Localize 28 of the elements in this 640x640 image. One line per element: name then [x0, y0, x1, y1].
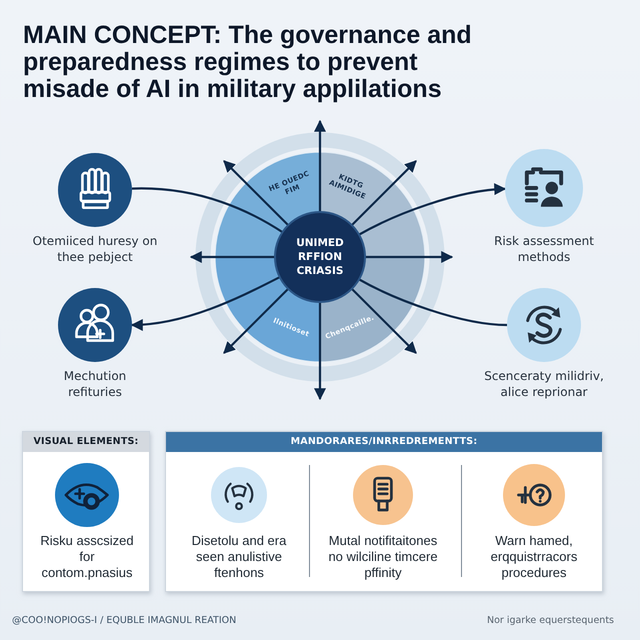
arrow: [314, 120, 326, 213]
arrow: [350, 287, 417, 354]
hub-label: UNIMED RFFION CRIASIS: [295, 236, 345, 278]
item-caption: Risku asscsized for contom.pnasius: [39, 533, 135, 581]
connector-line: [132, 187, 284, 234]
icon-caption: Mechution refituries: [62, 368, 128, 400]
connector-line: [358, 278, 508, 326]
item-caption: Warn hamed, erqquistrracors procedures: [490, 533, 578, 581]
arrow: [358, 184, 506, 236]
item-caption: Mutal notifitaitones no wilciline timcere pffinity: [327, 533, 439, 581]
info-panel: [22, 431, 150, 592]
footer-note: Nor igarke equerstequents: [486, 614, 614, 627]
icon-caption: Scenceraty milidriv, alice reprionar: [483, 368, 605, 400]
arrow: [364, 251, 454, 263]
arrow: [223, 160, 290, 227]
info-panel: [165, 431, 603, 592]
arrow: [314, 301, 326, 400]
footer-credit: @COO!NOPIOGS-I / EQUBLE IMAGNUL REATION: [12, 614, 236, 627]
panel-header: MANDORARES/INRREDREMENTTS:: [166, 432, 602, 452]
arrow: [130, 276, 282, 330]
arrow: [350, 160, 417, 227]
icon-caption: Risk assessment methods: [493, 233, 595, 265]
arrow: [190, 251, 276, 263]
item-caption: Disetolu and era seen anulistive ftenhons: [190, 533, 288, 581]
panel-header: VISUAL ELEMENTS:: [23, 432, 149, 452]
icon-caption: Otemiiced huresy on thee pebject: [32, 233, 158, 265]
arrow: [223, 287, 290, 354]
title-heading: MAIN CONCEPT: The governance and preparedness regimes to prevent misade of AI in military applilations: [23, 22, 473, 103]
